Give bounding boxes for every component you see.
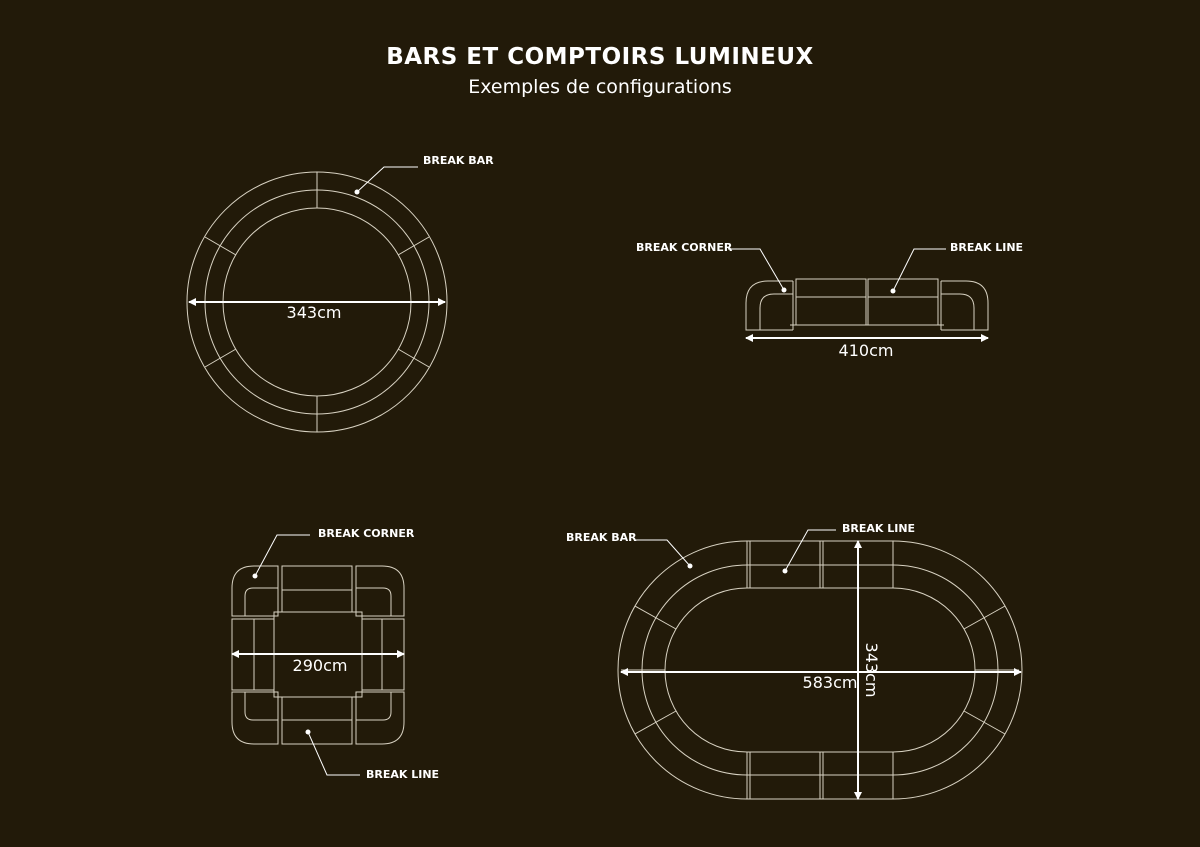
oval-break-bar-callout: BREAK BAR [566,531,693,569]
line-configuration: BREAK CORNER BREAK LINE 410cm [636,241,1023,360]
oval-width-label: 343cm [862,643,881,698]
line-break-line-label: BREAK LINE [950,241,1023,254]
circle-configuration: BREAK BAR 343cm [186,154,494,433]
square-break-line-label: BREAK LINE [366,768,439,781]
line-dimension-label: 410cm [839,341,894,360]
circle-dimension: 343cm [188,298,446,322]
line-dimension: 410cm [745,334,989,360]
circle-break-bar-callout: BREAK BAR [354,154,494,195]
line-left-corner [745,280,794,331]
oval-break-line-callout: BREAK LINE [782,522,915,574]
oval-length-dimension: 583cm [620,668,1022,692]
square-break-corner-label: BREAK CORNER [318,527,415,540]
square-configuration: BREAK CORNER BREAK LINE 290cm [231,527,439,781]
line-break-corner-label: BREAK CORNER [636,241,733,254]
page-title: BARS ET COMPTOIRS LUMINEUX [386,44,814,70]
line-break-line-callout: BREAK LINE [890,241,1023,294]
oval-configuration: BREAK BAR BREAK LINE 583cm 343cm [566,522,1023,800]
square-dimension-label: 290cm [293,656,348,675]
circle-segment-dividers [204,172,430,432]
square-break-line-callout: BREAK LINE [305,729,439,781]
square-line-units [231,565,405,745]
line-straight-segments [790,278,944,326]
oval-straight-segments [746,541,894,799]
page-subtitle: Exemples de configurations [468,76,732,98]
oval-break-line-label: BREAK LINE [842,522,915,535]
circle-dimension-label: 343cm [287,303,342,322]
circle-break-bar-label: BREAK BAR [423,154,494,167]
oval-curve-dividers [621,605,1019,735]
oval-length-label: 583cm [803,673,858,692]
square-dimension: 290cm [231,650,405,675]
oval-width-dimension: 343cm [854,540,881,800]
square-break-corner-callout: BREAK CORNER [252,527,415,579]
oval-break-bar-label: BREAK BAR [566,531,637,544]
line-break-corner-callout: BREAK CORNER [636,241,787,293]
square-corner-units [231,565,405,745]
line-right-corner [940,280,989,331]
